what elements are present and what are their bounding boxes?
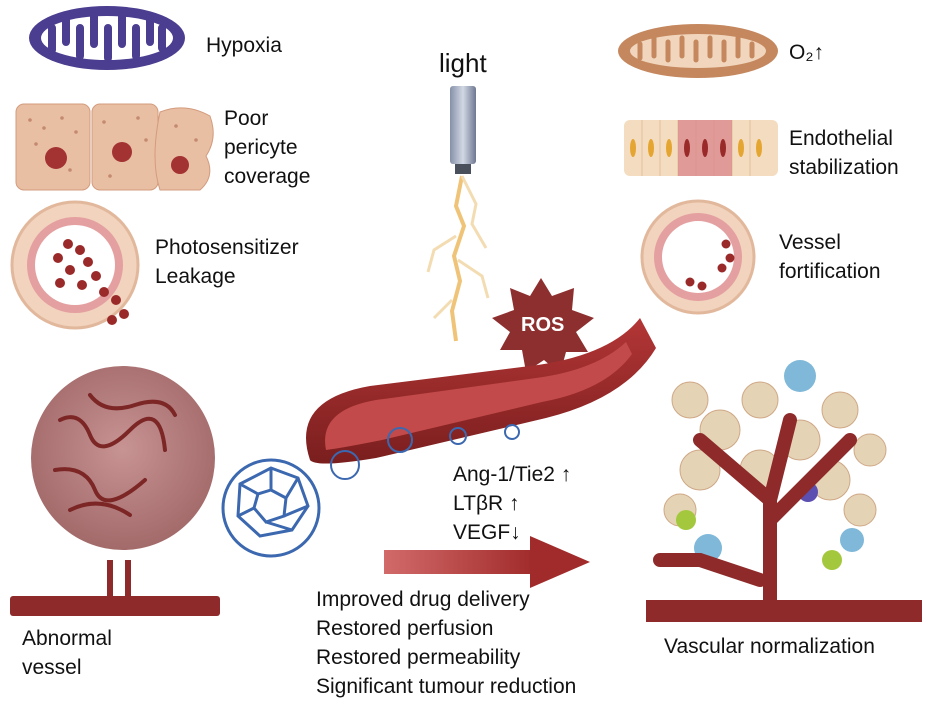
hypoxia-label: Hypoxia	[206, 34, 282, 57]
vessel-fortification-label: Vessel fortification	[779, 231, 881, 283]
fortified-vessel-icon	[640, 199, 756, 315]
hypoxia-mitochondrion-icon	[29, 6, 185, 70]
light-probe-icon	[426, 86, 490, 342]
normalized-tumor-icon	[646, 360, 922, 622]
light-label: light	[439, 48, 487, 78]
fullerene-icon	[221, 458, 321, 558]
ros-label: ROS	[521, 314, 565, 336]
leaky-vessel-icon	[10, 200, 140, 330]
vascular-normalization-label: Vascular normalization	[664, 635, 875, 658]
leakage-label: Photosensitizer Leakage	[155, 236, 299, 288]
progress-arrow-icon	[384, 536, 590, 588]
outcome-list: Improved drug delivery Restored perfusio…	[316, 588, 577, 698]
endothelial-cells-icon	[624, 120, 778, 176]
abnormal-vessel-label: Abnormal vessel	[22, 627, 112, 679]
o2-mitochondrion-icon	[618, 24, 778, 78]
abnormal-tumor-icon	[10, 366, 220, 616]
blood-vessel-tube-icon	[306, 318, 656, 480]
pericyte-coverage-label: Poor pericyte coverage	[224, 107, 311, 188]
ros-burst-icon	[492, 278, 594, 374]
pericyte-cells-icon	[15, 103, 214, 191]
marker-list: Ang-1/Tie2 ↑ LTβR ↑ VEGF↓	[453, 463, 572, 544]
endothelial-label: Endothelial stabilization	[789, 127, 899, 179]
o2-label: O₂↑	[789, 41, 824, 64]
